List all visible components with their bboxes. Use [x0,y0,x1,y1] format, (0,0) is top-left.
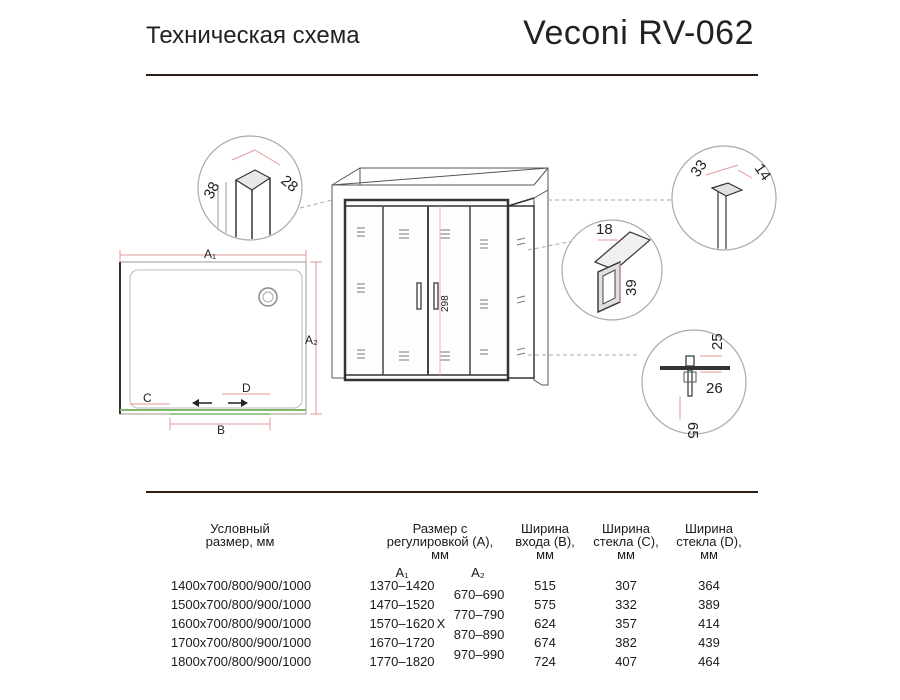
header-entry-width: Ширина входа (B), мм [515,521,575,562]
detail-18-label: 18 [596,221,613,238]
detail-top-left: 38 28 [197,135,303,241]
detail-14-label: 14 [751,161,774,184]
leader-lines [299,199,672,356]
table-cell: 1600x700/800/900/1000 [170,616,312,631]
detail-26-label: 26 [706,380,723,397]
table-cell: 515 [534,578,556,593]
dim-b-label: B [217,423,225,437]
technical-drawing: A₁ A₂ C D B [119,135,777,439]
table-cell: 464 [698,654,720,669]
table-cell: 414 [698,616,720,631]
table-cell: 575 [534,597,556,612]
dim-a2-label: A₂ [305,333,318,347]
table-cell: 724 [534,654,556,669]
table-cell: 1700x700/800/900/1000 [170,635,312,650]
header-nominal-size: Условный размер, мм [205,521,275,549]
table-cell: 1670–1720 [369,635,435,650]
detail-25-label: 25 [709,333,726,350]
table-cell: 670–690 [453,587,505,602]
cross-mark: X [436,616,446,631]
table-cell: 770–790 [453,607,505,622]
front-view: 298 [331,167,549,386]
dim-c-label: C [143,391,152,405]
detail-top-right: 33 14 [671,145,777,251]
table-cell: 1370–1420 [369,578,435,593]
table-cell: 1770–1820 [369,654,435,669]
door-handle-icon [416,282,422,310]
detail-bottom: 25 26 65 [641,329,747,439]
table-cell: 307 [615,578,637,593]
detail-39-label: 39 [623,279,640,296]
table-cell: 389 [698,597,720,612]
table-cell: 357 [615,616,637,631]
table-cell: 439 [698,635,720,650]
table-cell: 624 [534,616,556,631]
header-glass-d: Ширина стекла (D), мм [676,521,742,562]
header-a1: A₁ [395,565,409,580]
table-cell: 332 [615,597,637,612]
detail-33-label: 33 [687,157,710,180]
table-cell: 970–990 [453,647,505,662]
table-cell: 870–890 [453,627,505,642]
door-handle-icon [433,282,439,310]
table-cell: 407 [615,654,637,669]
table-cell: 382 [615,635,637,650]
table-cell: 364 [698,578,720,593]
table-cell: 674 [534,635,556,650]
top-divider [146,74,758,76]
dim-d-label: D [242,381,251,395]
header-a2: A₂ [471,565,485,580]
detail-38-label: 38 [201,179,224,202]
table-cell: 1470–1520 [369,597,435,612]
table-cell: 1500x700/800/900/1000 [170,597,312,612]
drain-icon [258,287,278,307]
header-glass-c: Ширина стекла (C), мм [593,521,659,562]
dim-a1-label: A₁ [204,247,216,261]
page-subtitle: Техническая схема [146,22,360,49]
product-title: Veconi RV-062 [523,14,754,52]
middle-divider [146,491,758,493]
table-cell: 1800x700/800/900/1000 [170,654,312,669]
detail-65-label: 65 [684,422,701,439]
plan-view: A₁ A₂ C D B [119,247,322,437]
table-cell: 1570–1620 [369,616,435,631]
dim-height-label: 298 [440,295,451,312]
detail-profile: 18 39 [561,219,663,321]
header-adjust-range: Размер с регулировкой (A), мм [386,521,494,562]
table-cell: 1400x700/800/900/1000 [170,578,312,593]
